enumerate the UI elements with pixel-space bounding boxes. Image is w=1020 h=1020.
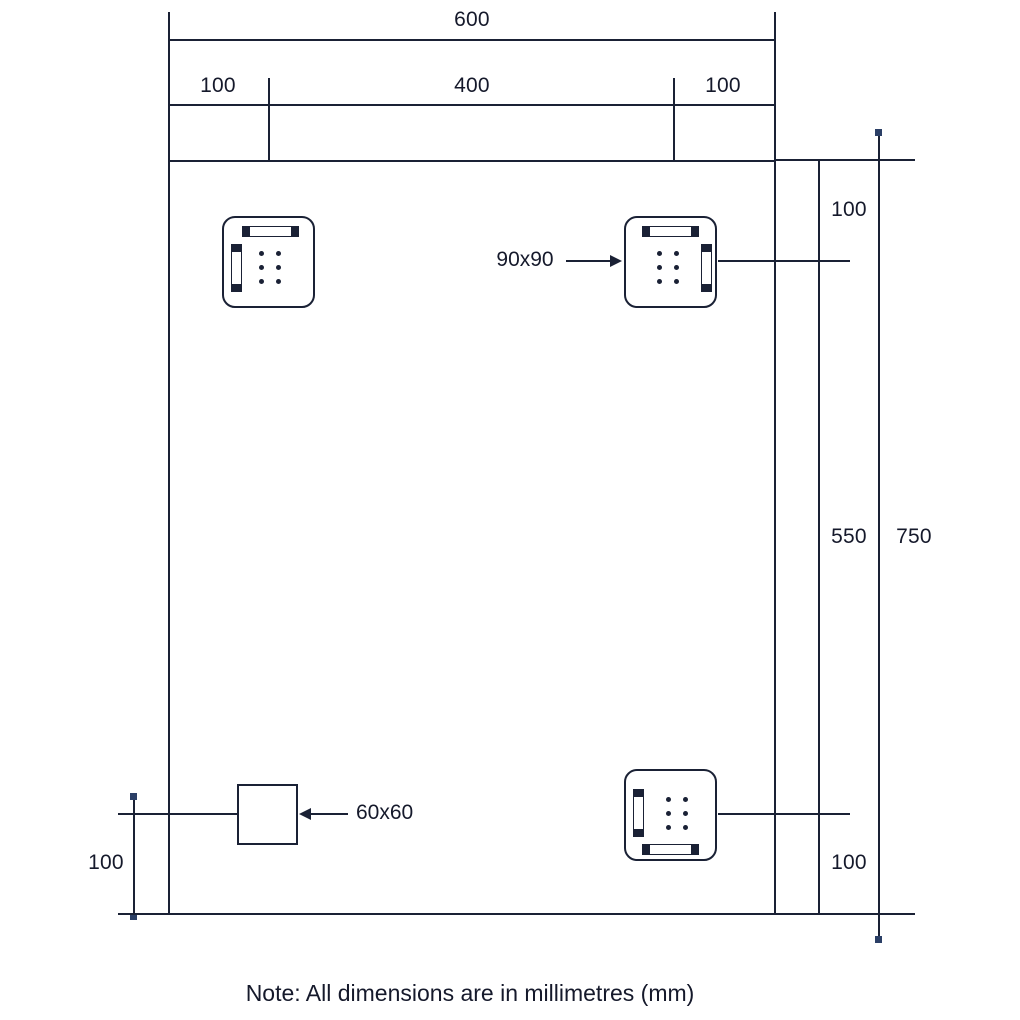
- slot-cap: [634, 829, 643, 836]
- slot-cap: [691, 227, 698, 236]
- callout-leader-bracket: [566, 260, 610, 262]
- bracket-slot-horizontal: [642, 844, 699, 855]
- screw-hole-dot: [276, 251, 281, 256]
- slot-cap: [232, 245, 241, 252]
- screw-hole-dot: [666, 797, 671, 802]
- callout-leader-block: [308, 813, 348, 815]
- dim-label-bottom-left: 100: [88, 851, 124, 874]
- node-marker: [130, 913, 137, 920]
- dim-label-right-top: 100: [831, 198, 867, 221]
- slot-cap: [643, 845, 650, 854]
- dim-label-right-offset: 100: [705, 74, 741, 97]
- slot-cap: [643, 227, 650, 236]
- bracket-slot-vertical: [633, 789, 644, 837]
- tick-line-bottom-edge: [118, 913, 170, 915]
- screw-hole-dot: [276, 265, 281, 270]
- bracket-slot-vertical: [701, 244, 712, 292]
- slot-cap: [232, 284, 241, 291]
- node-marker: [130, 793, 137, 800]
- screw-hole-dot: [259, 265, 264, 270]
- slot-cap: [702, 245, 711, 252]
- slot-cap: [702, 284, 711, 291]
- dim-label-center-span: 400: [454, 74, 490, 97]
- screw-hole-dot: [674, 265, 679, 270]
- note-text: Note: All dimensions are in millimetres …: [245, 980, 695, 1006]
- node-marker: [875, 936, 882, 943]
- screw-hole-dot: [683, 797, 688, 802]
- dim-line-top-offsets: [168, 104, 776, 106]
- tick-line-bottom-bracket-center: [718, 813, 850, 815]
- screw-hole-dot: [683, 811, 688, 816]
- screw-hole-dot: [276, 279, 281, 284]
- screw-hole-dot: [683, 825, 688, 830]
- screw-hole-dot: [674, 279, 679, 284]
- node-marker: [875, 129, 882, 136]
- callout-label-bracket-size: 90x90: [496, 248, 554, 271]
- dim-line-bottom-left: [133, 796, 135, 920]
- bracket-top-left: [222, 216, 315, 308]
- extension-line-right: [774, 12, 776, 160]
- slot-cap: [634, 790, 643, 797]
- screw-hole-dot: [259, 279, 264, 284]
- dim-label-total-height: 750: [896, 525, 932, 548]
- dim-line-right-segments: [818, 160, 820, 915]
- screw-hole-dot: [259, 251, 264, 256]
- screw-hole-dot: [674, 251, 679, 256]
- extension-line-bottom-right: [776, 913, 915, 915]
- screw-hole-dot: [657, 265, 662, 270]
- bracket-slot-horizontal: [242, 226, 299, 237]
- arrow-left-icon: [299, 808, 311, 820]
- slot-cap: [291, 227, 298, 236]
- bracket-top-right: [624, 216, 717, 308]
- dim-line-total-width: [168, 39, 776, 41]
- screw-hole-dot: [666, 825, 671, 830]
- extension-line-right-bracket: [673, 78, 675, 235]
- slot-cap: [243, 227, 250, 236]
- tick-line-top-bracket-center: [718, 260, 850, 262]
- dim-line-total-height: [878, 132, 880, 943]
- screw-hole-dot: [657, 251, 662, 256]
- bracket-slot-horizontal: [642, 226, 699, 237]
- callout-label-block-size: 60x60: [356, 801, 414, 824]
- arrow-right-icon: [610, 255, 622, 267]
- dim-label-left-offset: 100: [200, 74, 236, 97]
- extension-line-left-bracket: [268, 78, 270, 235]
- tick-line-block-center: [118, 813, 238, 815]
- screw-hole-dot: [666, 811, 671, 816]
- block-60x60: [237, 784, 298, 845]
- bracket-slot-vertical: [231, 244, 242, 292]
- extension-line-left: [168, 12, 170, 160]
- slot-cap: [691, 845, 698, 854]
- screw-hole-dot: [657, 279, 662, 284]
- bracket-bottom-right: [624, 769, 717, 861]
- dim-label-right-bottom: 100: [831, 851, 867, 874]
- dim-label-right-middle: 550: [831, 525, 867, 548]
- dim-label-total-width: 600: [454, 8, 490, 31]
- extension-line-top-right: [776, 159, 915, 161]
